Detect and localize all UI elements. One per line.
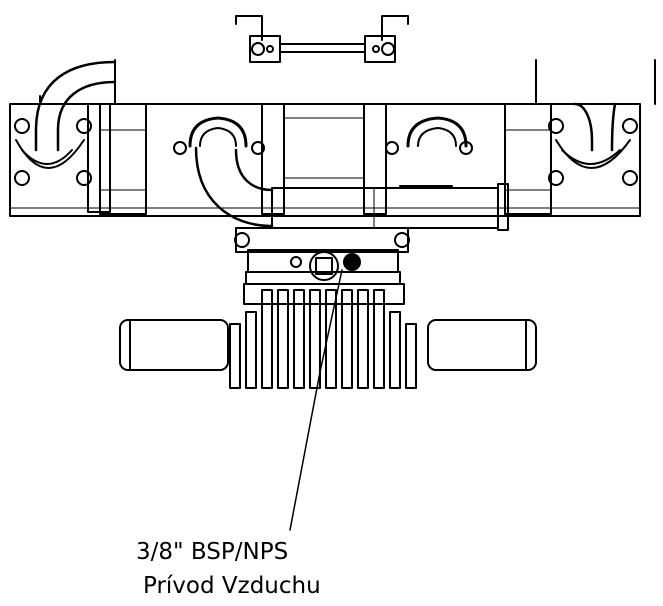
lower-manifold xyxy=(234,227,410,305)
cylinders xyxy=(119,319,537,371)
callout-label-line2: Prívod Vzduchu xyxy=(143,573,321,599)
cooling-fins xyxy=(229,289,417,389)
callout-leader xyxy=(289,269,343,531)
right-elbow xyxy=(504,102,638,215)
inner-elbows xyxy=(188,116,468,228)
horizontal-tube xyxy=(271,183,509,231)
callout-label-line1: 3/8" BSP/NPS xyxy=(136,539,289,565)
top-bracket xyxy=(235,15,409,63)
left-elbow xyxy=(14,60,147,215)
